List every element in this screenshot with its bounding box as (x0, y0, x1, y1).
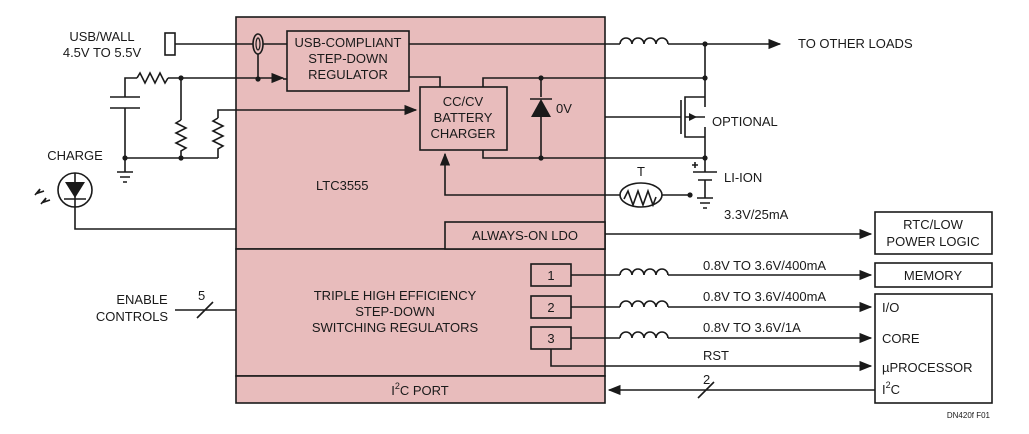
switching-line2: STEP-DOWN (355, 304, 434, 319)
rst-label: RST (703, 348, 729, 363)
enable-line2: CONTROLS (96, 309, 169, 324)
usb-sense-icon (252, 33, 264, 55)
i2c-port-label: I2C PORT (391, 381, 449, 398)
optional-label: OPTIONAL (712, 114, 778, 129)
i2c-port-section (235, 375, 606, 404)
switching-line3: SWITCHING REGULATORS (312, 320, 479, 335)
program-resistor-1-icon (174, 119, 188, 160)
chip-name: LTC3555 (316, 178, 369, 193)
usb-connector-icon (164, 32, 176, 56)
rtc-line2: POWER LOGIC (886, 234, 979, 249)
series-resistor-icon (136, 71, 169, 85)
charger-line1: CC/CV (443, 94, 484, 109)
regulator-3-num: 3 (547, 331, 554, 346)
memory-label: MEMORY (904, 268, 963, 283)
inductor-2-icon (619, 300, 669, 308)
to-other-loads: TO OTHER LOADS (798, 36, 913, 51)
processor-label: µPROCESSOR (882, 360, 973, 375)
usb-regulator-line3: REGULATOR (308, 67, 388, 82)
diode-label: 0V (556, 101, 572, 116)
always-on-ldo-label: ALWAYS-ON LDO (472, 228, 578, 243)
processor-i2c-label: I2C (882, 380, 900, 397)
usb-input-line2: 4.5V TO 5.5V (63, 45, 142, 60)
usb-regulator-block (286, 30, 410, 92)
li-ion-battery-icon (693, 158, 717, 192)
enable-line1: ENABLE (116, 292, 168, 307)
figure-id: DN420f F01 (947, 411, 991, 420)
processor-block (874, 293, 993, 404)
program-resistor-2-icon (211, 117, 225, 158)
inductor-1-icon (619, 268, 669, 276)
battery-charger-block (419, 86, 508, 151)
light-rays-icon (34, 188, 51, 205)
regulator-1-output: 0.8V TO 3.6V/400mA (703, 258, 826, 273)
enable-count: 5 (198, 288, 205, 303)
charger-line2: BATTERY (434, 110, 493, 125)
memory-block (874, 262, 993, 288)
switching-line1: TRIPLE HIGH EFFICIENCY (314, 288, 477, 303)
ldo-output-label: 3.3V/25mA (724, 207, 789, 222)
ideal-diode-icon (531, 99, 551, 117)
usb-input-line1: USB/WALL (69, 29, 134, 44)
always-on-ldo-block (444, 221, 606, 250)
thermistor-label: T (637, 164, 645, 179)
ground-icon-battery (697, 192, 713, 209)
optional-mosfet-icon (605, 96, 706, 158)
ground-icon-left (117, 171, 133, 183)
charger-line3: CHARGER (430, 126, 495, 141)
inductor-3-icon (619, 331, 669, 339)
regulator-2-num: 2 (547, 300, 554, 315)
regulator-3-output: 0.8V TO 3.6V/1A (703, 320, 801, 335)
usb-regulator-line2: STEP-DOWN (308, 51, 387, 66)
regulator-1-num: 1 (547, 268, 554, 283)
rtc-line1: RTC/LOW (903, 217, 963, 232)
i2c-count: 2 (703, 372, 710, 387)
io-label: I/O (882, 300, 899, 315)
battery-label: LI-ION (724, 170, 762, 185)
regulator-2-output: 0.8V TO 3.6V/400mA (703, 289, 826, 304)
usb-regulator-line1: USB-COMPLIANT (295, 35, 402, 50)
rtc-block (874, 211, 993, 255)
core-label: CORE (882, 331, 920, 346)
input-capacitor-icon (110, 96, 140, 109)
charge-label: CHARGE (47, 148, 103, 163)
inductor-main-icon (619, 37, 669, 45)
